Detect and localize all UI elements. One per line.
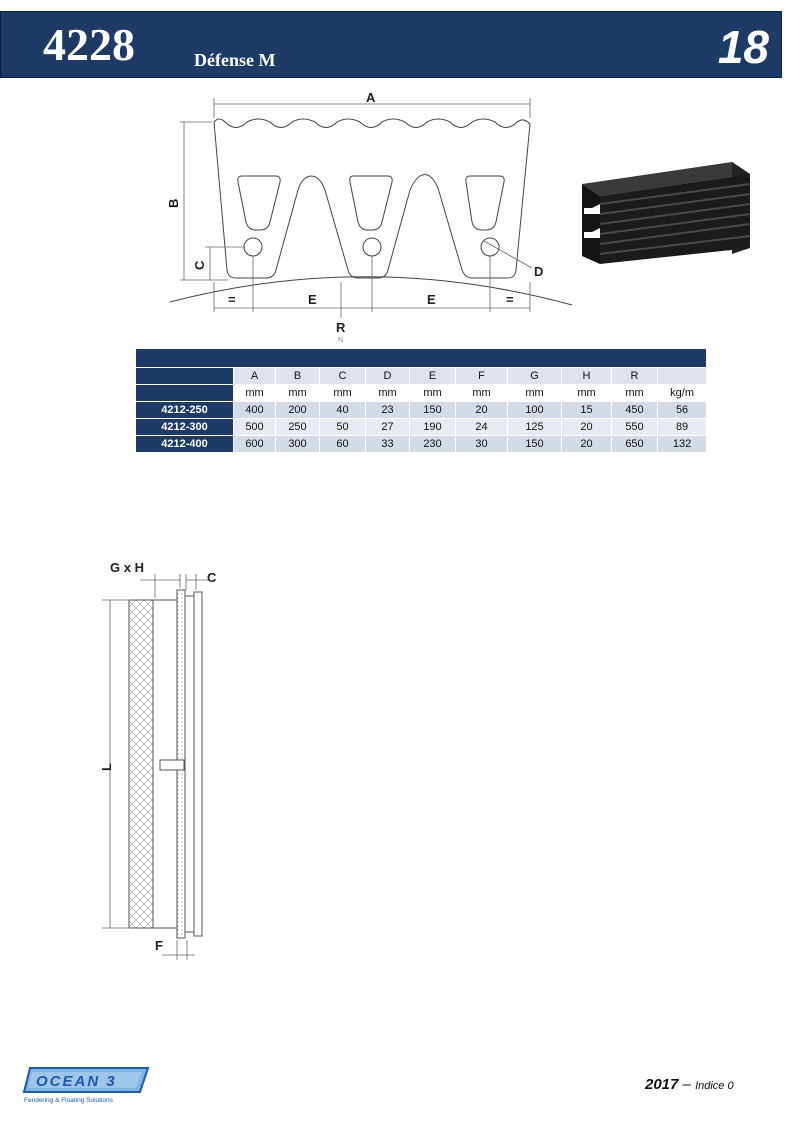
dim-label-d: D — [534, 264, 543, 279]
dim-label-r: R — [336, 320, 346, 335]
unit-cell: kg/m — [656, 384, 708, 402]
table-units-row: mm mm mm mm mm mm mm mm mm kg/m — [135, 384, 708, 402]
table-title-bar — [134, 348, 708, 368]
page-header: 4228 Défense M 18 — [0, 11, 782, 78]
unit-cell: mm — [561, 384, 612, 402]
col-header: F — [455, 367, 508, 385]
dim-label-gxh: G x H — [110, 560, 144, 575]
col-header: A — [233, 367, 276, 385]
cell: 40 — [319, 401, 366, 419]
dim-label-e-left: E — [308, 292, 317, 307]
row-ref: 4212-400 — [135, 435, 234, 453]
cell: 23 — [365, 401, 410, 419]
dim-label-eq-right: = — [506, 292, 514, 307]
unit-cell: mm — [409, 384, 456, 402]
col-header: H — [561, 367, 612, 385]
unit-cell: mm — [275, 384, 320, 402]
dim-label-e-right: E — [427, 292, 436, 307]
table-header-row: A B C D E F G H R — [135, 367, 708, 385]
dim-label-a: A — [366, 90, 376, 105]
footer: 2017 – Indice 0 — [645, 1076, 734, 1093]
svg-text:OCEAN 3: OCEAN 3 — [36, 1073, 117, 1090]
cell: 30 — [455, 435, 508, 453]
col-header: C — [319, 367, 366, 385]
product-name: Défense M — [194, 50, 276, 70]
side-section-drawing: G x H C L F — [99, 560, 217, 960]
col-header: G — [507, 367, 562, 385]
cell: 190 — [409, 418, 456, 436]
col-header: B — [275, 367, 320, 385]
col-header: D — [365, 367, 410, 385]
product-code: 4228 — [43, 19, 135, 70]
cell: 100 — [507, 401, 562, 419]
footer-index: Indice 0 — [695, 1080, 734, 1092]
unit-cell: mm — [507, 384, 562, 402]
cell: 132 — [656, 435, 708, 453]
unit-cell: mm — [611, 384, 658, 402]
dim-label-c: C — [192, 260, 207, 270]
dim-label-f: F — [155, 938, 163, 953]
row-ref: 4212-300 — [135, 418, 234, 436]
cell: 150 — [409, 401, 456, 419]
footer-dash: – — [682, 1076, 691, 1093]
cell: 20 — [561, 418, 612, 436]
col-header: R — [611, 367, 658, 385]
cell: 33 — [365, 435, 410, 453]
cell: 150 — [507, 435, 562, 453]
cell: 24 — [455, 418, 508, 436]
col-header — [656, 367, 708, 385]
table-row: 4212-400 600 300 60 33 230 30 150 20 650… — [135, 435, 708, 453]
cell: 450 — [611, 401, 658, 419]
fender-body-section — [128, 599, 154, 929]
cell: 89 — [656, 418, 708, 436]
table-row: 4212-250 400 200 40 23 150 20 100 15 450… — [135, 401, 708, 419]
footer-year: 2017 — [645, 1076, 679, 1093]
units-ref-cell — [135, 384, 234, 402]
cell: 600 — [233, 435, 276, 453]
cell: 250 — [275, 418, 320, 436]
fender-profile-outline — [213, 118, 531, 279]
dim-label-c-side: C — [207, 570, 217, 585]
cell: 230 — [409, 435, 456, 453]
col-header: E — [409, 367, 456, 385]
header-ref-cell — [135, 367, 234, 385]
cell: 50 — [319, 418, 366, 436]
unit-cell: mm — [455, 384, 508, 402]
cell: 300 — [275, 435, 320, 453]
cell: 56 — [656, 401, 708, 419]
unit-cell: mm — [365, 384, 410, 402]
cell: 550 — [611, 418, 658, 436]
unit-cell: mm — [233, 384, 276, 402]
dim-label-n: N — [338, 337, 343, 344]
unit-cell: mm — [319, 384, 366, 402]
dim-label-l: L — [99, 763, 114, 771]
profile-drawing: A B C D = E E = R N — [166, 90, 573, 344]
dimensions-table: A B C D E F G H R mm mm mm mm mm mm mm m… — [134, 348, 708, 453]
cell: 60 — [319, 435, 366, 453]
page-number: 18 — [717, 21, 769, 73]
cell: 400 — [233, 401, 276, 419]
svg-text:Fendering & Floating Solutions: Fendering & Floating Solutions — [24, 1097, 114, 1104]
cell: 650 — [611, 435, 658, 453]
table-row: 4212-300 500 250 50 27 190 24 125 20 550… — [135, 418, 708, 436]
row-ref: 4212-250 — [135, 401, 234, 419]
ocean3-logo: OCEAN 3 Fendering & Floating Solutions — [22, 1067, 150, 1104]
fender-3d-image — [582, 162, 751, 264]
cell: 500 — [233, 418, 276, 436]
cell: 200 — [275, 401, 320, 419]
cell: 20 — [455, 401, 508, 419]
cell: 20 — [561, 435, 612, 453]
cell: 15 — [561, 401, 612, 419]
cell: 125 — [507, 418, 562, 436]
dim-label-eq-left: = — [228, 292, 236, 307]
cell: 27 — [365, 418, 410, 436]
dim-label-b: B — [166, 199, 181, 208]
